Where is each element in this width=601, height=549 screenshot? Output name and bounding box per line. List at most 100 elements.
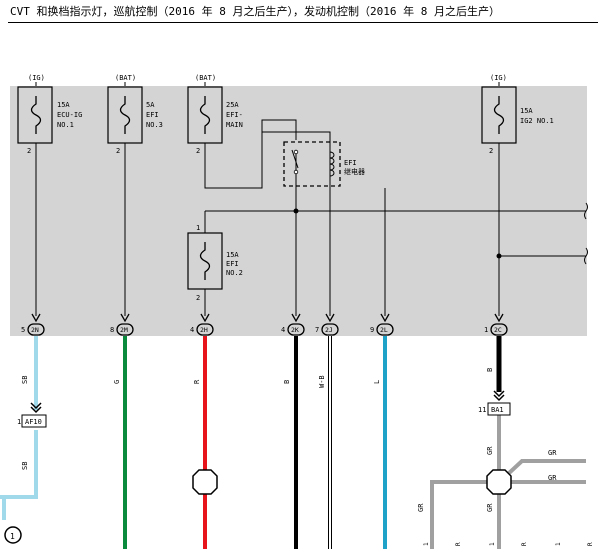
wire-arrow-icon	[493, 390, 505, 402]
connector-circle	[4, 526, 22, 544]
connector-pin: 4	[190, 326, 194, 334]
wire-color-label: R	[193, 379, 201, 384]
connector-2[interactable]: 4 2H	[190, 313, 214, 336]
connector-body	[116, 323, 134, 336]
connector-body	[196, 323, 214, 336]
wire-break-mark	[584, 202, 588, 220]
inline-connector-pin: 1	[17, 418, 21, 426]
inline-connector-pin: 11	[478, 406, 486, 414]
fuse-out-pin: 2	[27, 147, 31, 155]
connector-arrow	[325, 313, 335, 323]
fuse-amp-label: 15A	[57, 101, 70, 109]
wire-gr-left[interactable]	[430, 480, 487, 549]
fuse-source-label: (IG)	[28, 74, 45, 82]
fuse-source-label: (BAT)	[115, 74, 136, 82]
fuse-symbol	[119, 96, 131, 134]
fuse-name-line2: MAIN	[226, 121, 243, 129]
fuse-efi-main[interactable]: (BAT) 25A EFI- MAIN 2	[187, 74, 243, 155]
fuse-name-line1: IG2 NO.1	[520, 117, 554, 125]
inline-connector-code: BA1	[491, 406, 504, 414]
fuse-source-label: (BAT)	[195, 74, 216, 82]
fuse-efi-no3[interactable]: (BAT) 5A EFI NO.3 2	[107, 74, 163, 155]
bottom-pin-mark: 1	[423, 542, 430, 546]
connector-pin: 5	[21, 326, 25, 334]
bottom-wire-mark: R	[587, 542, 594, 546]
fuse-amp-label: 15A	[520, 107, 533, 115]
inline-connector-ba1[interactable]: 11 BA1	[478, 402, 511, 416]
connector-pin: 1	[484, 326, 488, 334]
wire-gr-right-top[interactable]	[506, 459, 586, 476]
connector-circle-pin: 1	[10, 532, 15, 541]
inline-connector-code: AF10	[25, 418, 42, 426]
connector-code: 2M	[120, 326, 128, 334]
wire-color-label: G	[113, 380, 121, 384]
wire-color-label-gr-right-top: GR	[548, 449, 557, 457]
wire-color-label: B	[486, 368, 494, 372]
connector-code: 2L	[380, 326, 388, 334]
junction-dot	[496, 253, 502, 259]
connector-body	[376, 323, 394, 336]
wire-color-label: B	[283, 380, 291, 384]
fuse-symbol	[493, 96, 505, 134]
wire-layer	[0, 336, 586, 549]
wire-color-label: L	[373, 380, 381, 384]
efi-relay[interactable]: EFI 继电器	[283, 141, 365, 187]
diagram-title: CVT 和换档指示灯，巡航控制（2016 年 8 月之后生产），发动机控制（20…	[10, 5, 500, 18]
bottom-pin-mark: 1	[489, 542, 496, 546]
splice-point-r[interactable]	[192, 469, 218, 495]
fuse-out-pin: 2	[196, 147, 200, 155]
connector-pin: 4	[281, 326, 285, 334]
wire-color-label-sb-lower: SB	[21, 462, 29, 470]
fuse-symbol	[199, 242, 211, 280]
fuse-ecu-ig-no1[interactable]: (IG) 15A ECU-IG NO.1 2	[17, 74, 82, 155]
wire-sb-lower[interactable]	[0, 430, 38, 499]
wire-color-label-gr: GR	[486, 446, 494, 455]
fuse-amp-label: 25A	[226, 101, 239, 109]
bottom-connector-circle[interactable]: 1	[4, 526, 22, 544]
fuse-ig2-no1[interactable]: (IG) 15A IG2 NO.1 2	[481, 74, 554, 155]
wire-color-label-gr-left: GR	[417, 503, 425, 512]
connector-code: 2H	[200, 326, 208, 334]
fuse-name-line1: EFI	[226, 260, 239, 268]
relay-contact	[293, 169, 299, 175]
connector-body	[27, 323, 45, 336]
wire-color-label-gr-lower: GR	[486, 503, 494, 512]
relay-label-line1: EFI	[344, 159, 357, 167]
fuse-name-line1: ECU-IG	[57, 111, 82, 119]
connector-arrow	[200, 313, 210, 323]
relay-coil	[329, 151, 335, 177]
connector-body	[287, 323, 305, 336]
fuse-out-pin: 2	[116, 147, 120, 155]
title-underline	[8, 22, 598, 23]
wire-color-label: SB	[21, 376, 29, 384]
connector-1[interactable]: 8 2M	[110, 313, 134, 336]
fuse-amp-label: 5A	[146, 101, 155, 109]
inline-connector-box	[487, 402, 511, 416]
inline-connector-box	[21, 414, 47, 428]
connector-body	[321, 323, 339, 336]
relay-label-line2: 继电器	[344, 167, 365, 176]
fuse-name-line1: EFI	[146, 111, 159, 119]
connector-body	[490, 323, 508, 336]
fuse-amp-label: 15A	[226, 251, 239, 259]
internal-wiring	[35, 119, 586, 316]
connector-pin: 8	[110, 326, 114, 334]
fuse-name-line1: EFI-	[226, 111, 243, 119]
bottom-wire-mark: R	[521, 542, 528, 546]
fuse-symbol	[199, 96, 211, 134]
fuse-name-line2: NO.2	[226, 269, 243, 277]
connector-code: 2J	[325, 326, 333, 334]
wire-color-label-gr-right-bottom: GR	[548, 474, 557, 482]
splice-point-gr[interactable]	[486, 469, 512, 495]
inline-connector-af10[interactable]: 1 AF10	[17, 414, 47, 428]
wire-color-label: W-B	[318, 375, 326, 388]
fuse-in-pin: 1	[196, 224, 200, 232]
wire-arrow-icon	[30, 402, 42, 414]
